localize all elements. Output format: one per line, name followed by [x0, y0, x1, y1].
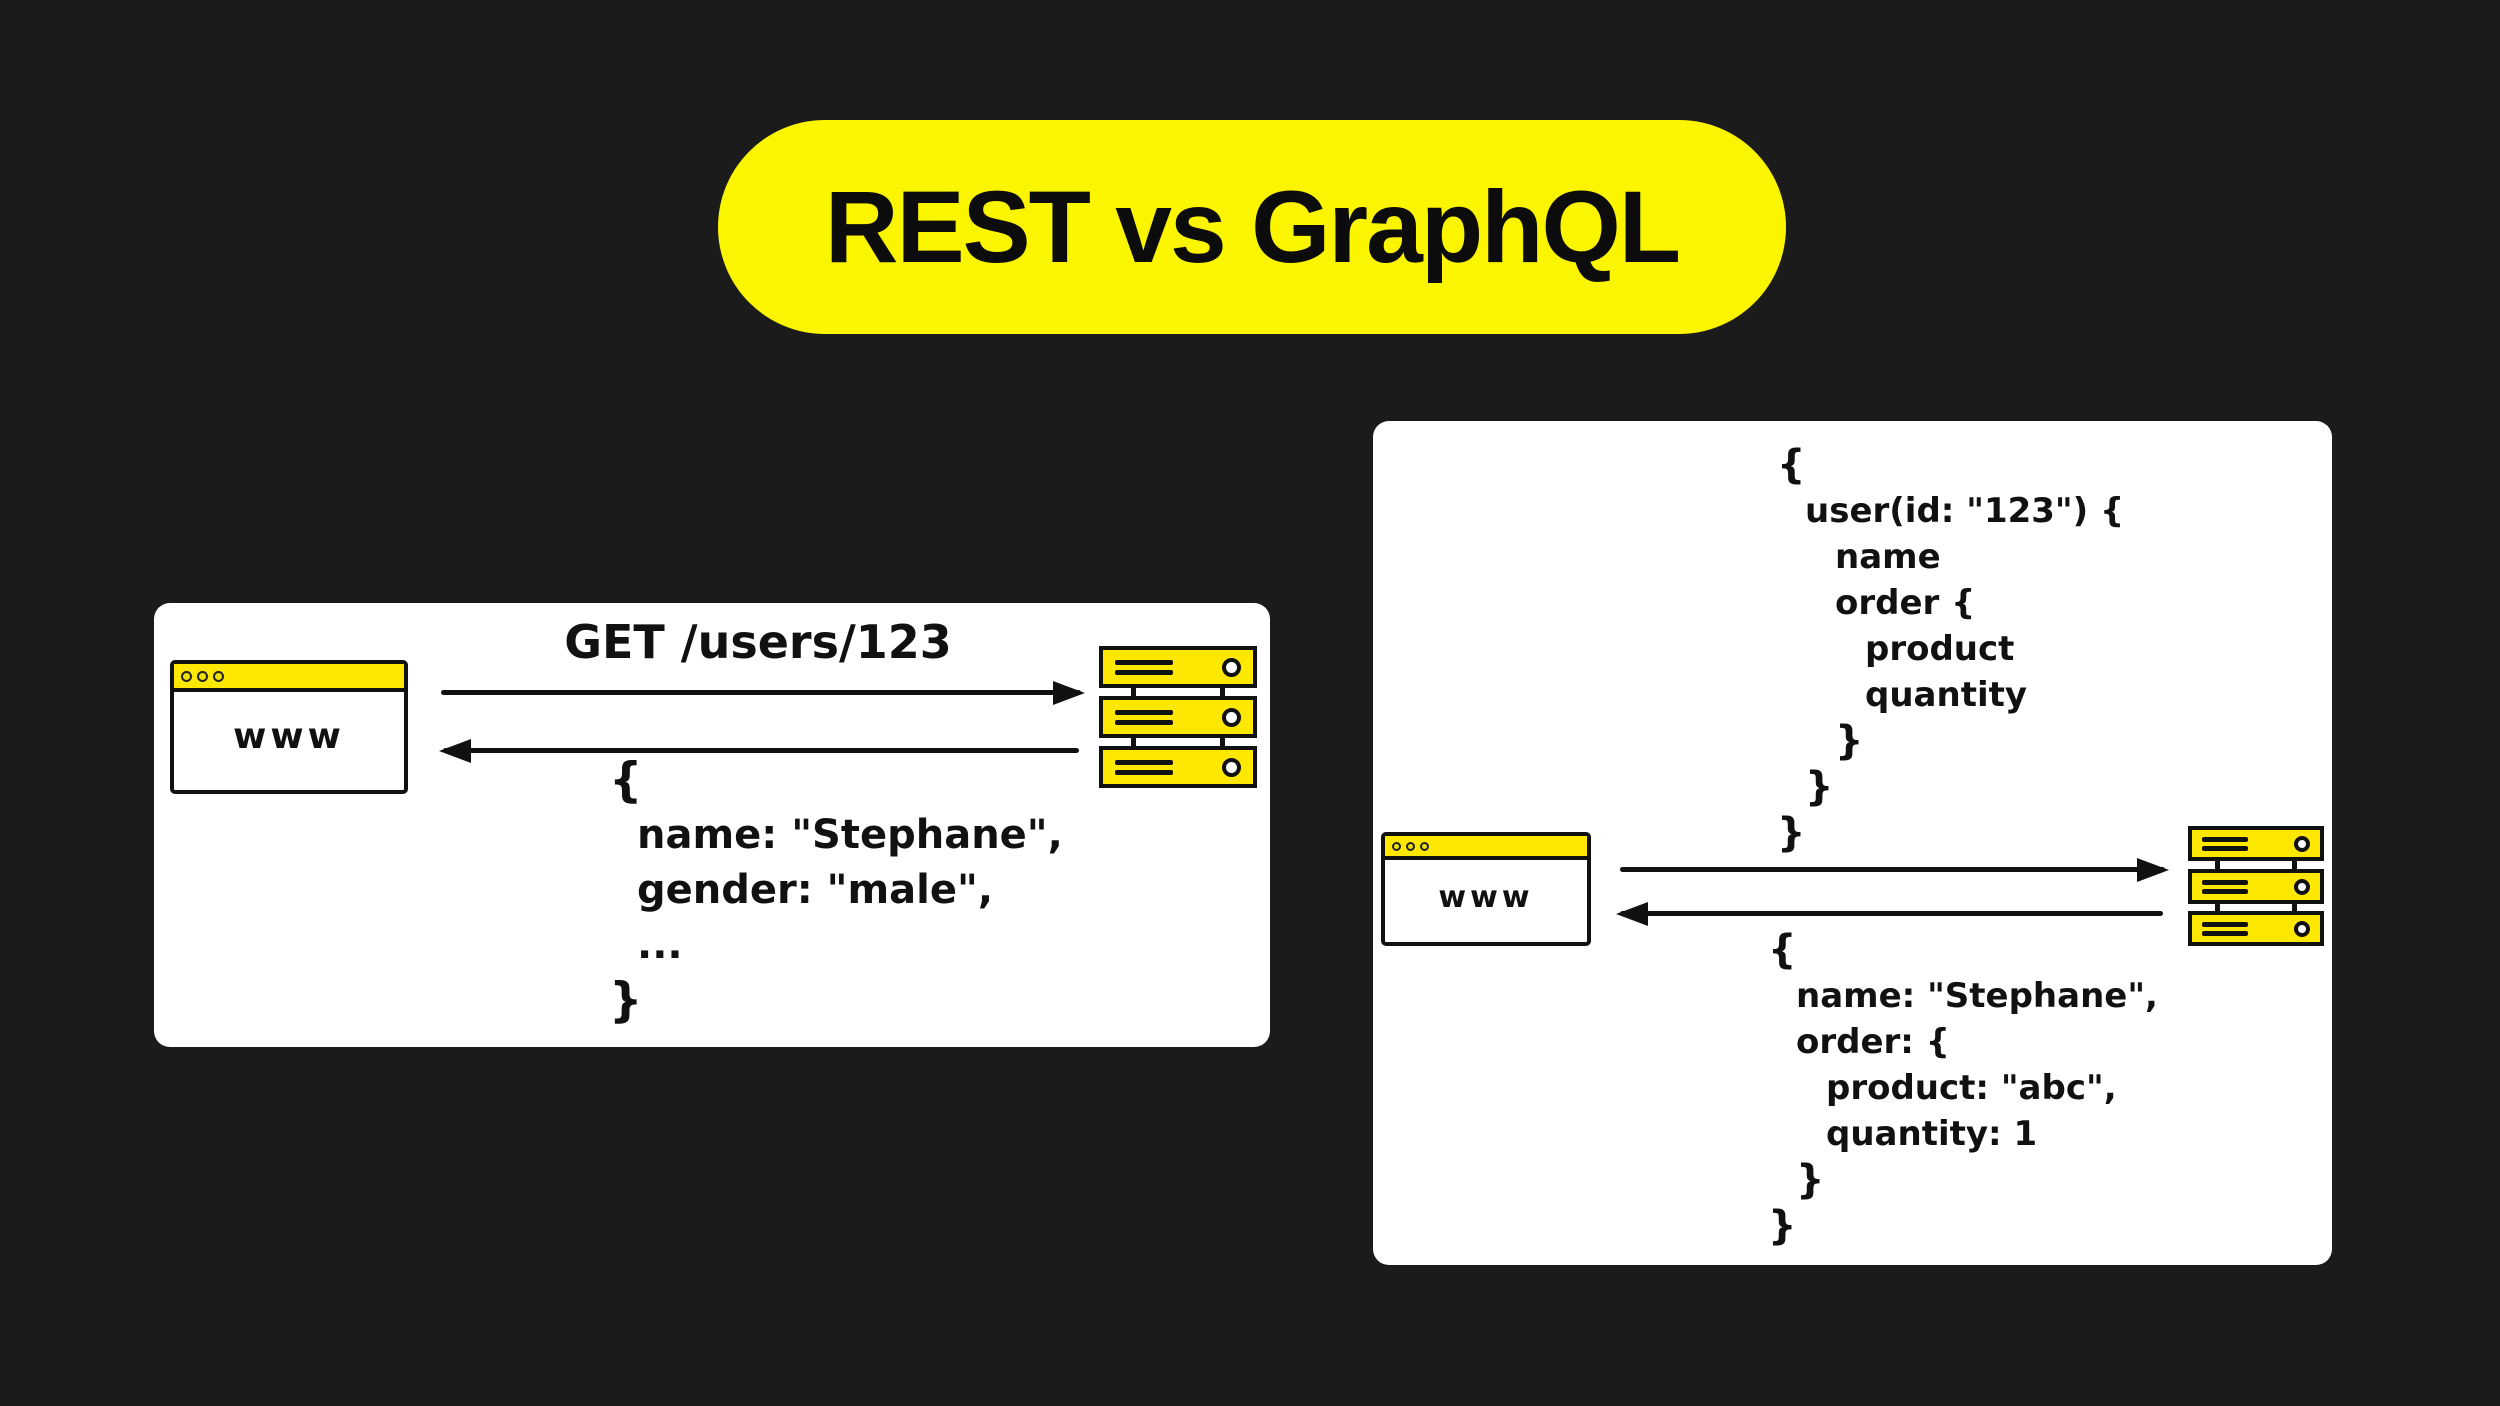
code-line: gender: "male", [637, 867, 994, 913]
response-arrow [443, 748, 1079, 753]
graphql-query: { user(id: "123") { name order { product… [1777, 442, 2124, 856]
server-led-icon [2294, 878, 2310, 895]
code-line: user(id: "123") { [1805, 491, 2125, 531]
browser-window-icon: www [1381, 832, 1591, 946]
graphql-response-json: { name: "Stephane", order: { product: "a… [1768, 927, 2158, 1249]
window-dot-icon [1420, 841, 1429, 851]
browser-window-icon: www [170, 660, 408, 794]
code-line: name: "Stephane", [637, 812, 1063, 858]
response-arrow [1620, 911, 2163, 916]
server-stack-icon [2188, 826, 2324, 946]
code-line: { [1777, 442, 1806, 488]
rest-response-json: { name: "Stephane", gender: "male", ... … [609, 753, 1063, 1028]
code-line: { [1768, 927, 1797, 973]
server-unit-icon [1099, 746, 1257, 788]
code-line: order: { [1796, 1022, 1950, 1062]
server-vents [2202, 918, 2248, 940]
client-label: www [233, 715, 345, 757]
code-line: quantity: 1 [1826, 1114, 2038, 1154]
window-dot-icon [1406, 841, 1415, 851]
window-dot-icon [181, 670, 192, 682]
page-title: REST vs GraphQL [824, 169, 1681, 284]
title-badge: REST vs GraphQL [718, 120, 1786, 334]
server-unit-icon [1099, 646, 1257, 688]
server-led-icon [1222, 757, 1241, 777]
code-line: } [1835, 718, 1864, 764]
window-dot-icon [1392, 841, 1401, 851]
code-line: ... [637, 922, 683, 968]
code-line: } [609, 973, 643, 1028]
code-line: order { [1835, 583, 1976, 623]
code-line: } [1777, 810, 1806, 856]
window-dot-icon [213, 670, 224, 682]
browser-body: www [1385, 860, 1587, 934]
server-unit-icon [2188, 869, 2324, 904]
code-line: { [609, 753, 643, 808]
request-arrow [1620, 867, 2165, 872]
server-led-icon [1222, 707, 1241, 727]
server-vents [2202, 876, 2248, 898]
server-led-icon [2294, 835, 2310, 852]
browser-titlebar [174, 664, 404, 692]
server-stack-icon [1099, 646, 1257, 788]
browser-body: www [174, 692, 404, 780]
code-line: name [1835, 537, 1941, 577]
server-vents [1115, 655, 1173, 680]
code-line: product: "abc", [1826, 1068, 2117, 1108]
code-line: } [1796, 1157, 1825, 1203]
browser-titlebar [1385, 836, 1587, 860]
code-line: name: "Stephane", [1796, 976, 2158, 1016]
rest-request-label: GET /users/123 [564, 615, 952, 669]
code-line: } [1768, 1203, 1797, 1249]
request-arrow [441, 690, 1081, 695]
server-unit-icon [1099, 696, 1257, 738]
server-led-icon [2294, 920, 2310, 937]
server-unit-icon [2188, 826, 2324, 861]
server-vents [1115, 705, 1173, 730]
window-dot-icon [197, 670, 208, 682]
code-line: } [1805, 764, 1834, 810]
code-line: quantity [1865, 675, 2028, 715]
rest-diagram-panel: GET /users/123 www [154, 603, 1270, 1047]
server-vents [2202, 833, 2248, 855]
server-vents [1115, 755, 1173, 780]
code-line: product [1865, 629, 2015, 669]
graphql-diagram-panel: { user(id: "123") { name order { product… [1373, 421, 2332, 1265]
server-unit-icon [2188, 911, 2324, 946]
client-label: www [1438, 879, 1534, 915]
server-led-icon [1222, 657, 1241, 677]
